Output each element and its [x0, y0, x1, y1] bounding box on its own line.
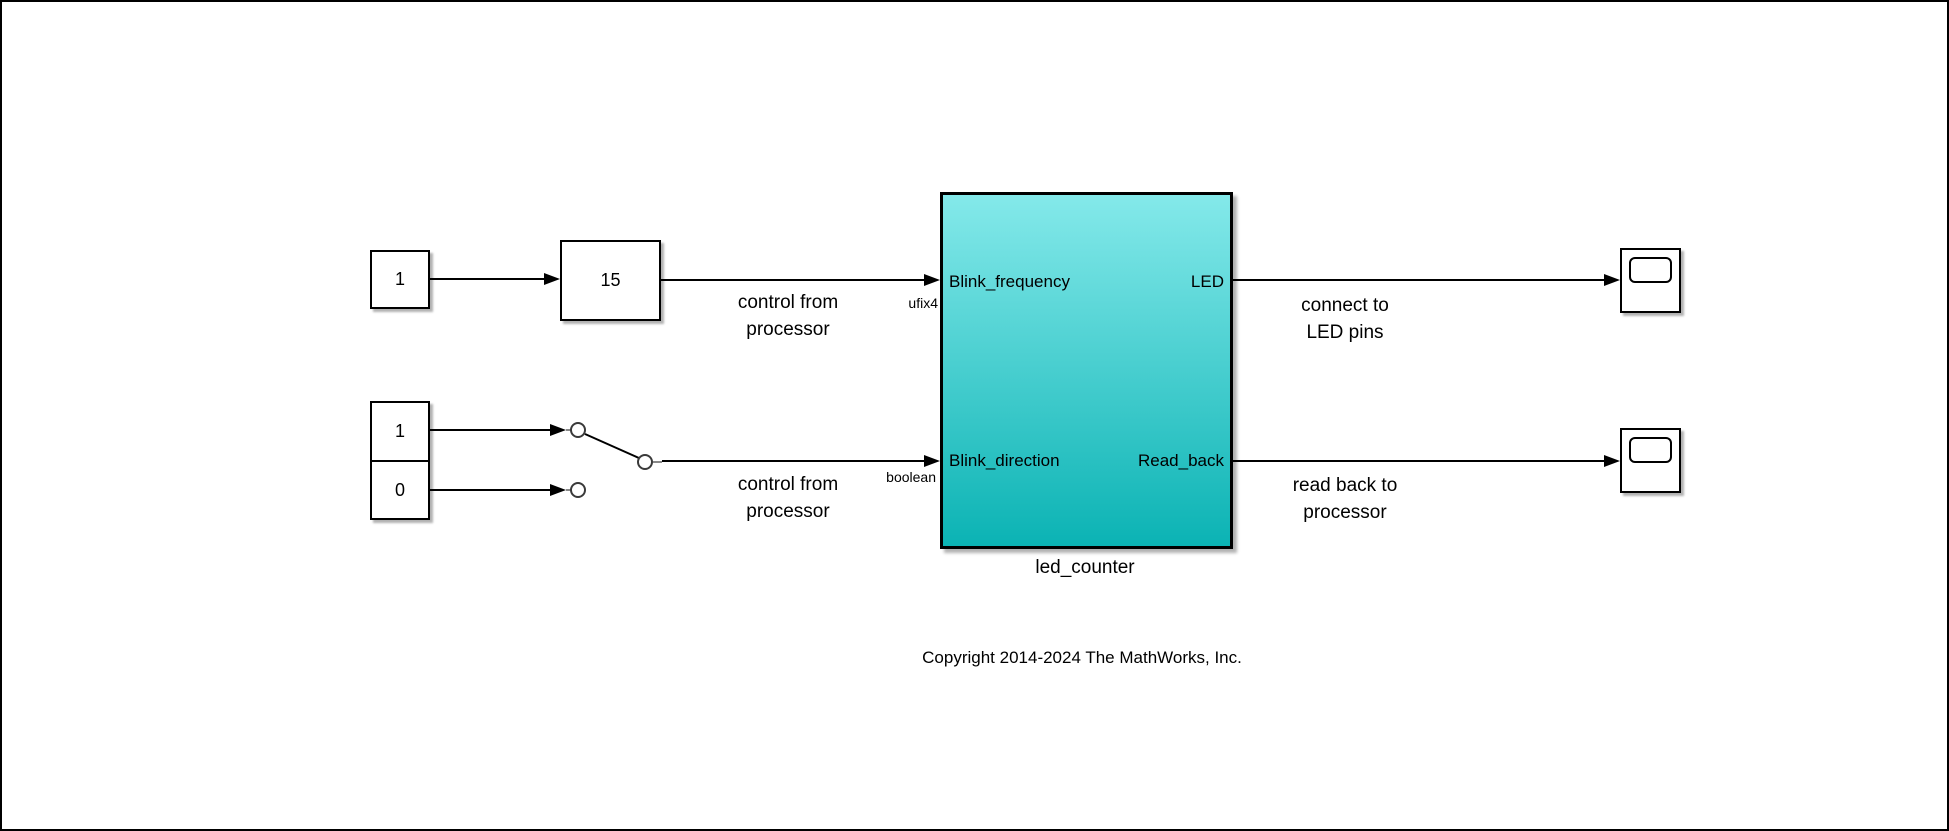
arrowhead-icon — [1604, 455, 1620, 467]
annotation-connect-to-led-pins[interactable]: connect to LED pins — [1301, 295, 1389, 343]
constant-value: 1 — [394, 269, 405, 289]
constant-block-one[interactable]: 1 — [370, 401, 430, 462]
arrowhead-icon — [550, 484, 566, 496]
switch-stub — [566, 429, 571, 431]
signal-datatype-label-ufix4: ufix4 — [908, 295, 938, 311]
block-name-led-counter[interactable]: led_counter — [1035, 557, 1135, 578]
signal-line-zero-to-switch[interactable] — [430, 489, 550, 491]
signal-line-one-to-switch[interactable] — [430, 429, 550, 431]
switch-contact-lower[interactable] — [570, 482, 586, 498]
arrowhead-icon — [924, 274, 940, 286]
constant-block-blink-frequency[interactable]: 1 — [370, 250, 430, 309]
signal-line-switch-to-subsystem[interactable] — [662, 460, 924, 462]
switch-contact-pivot[interactable] — [637, 454, 653, 470]
constant-value: 0 — [394, 479, 405, 500]
scope-block-readback[interactable] — [1620, 428, 1681, 493]
switch-stub — [566, 489, 571, 491]
constant-stack: 1 0 — [370, 401, 430, 520]
annotation-read-back-to-processor[interactable]: read back to processor — [1292, 475, 1398, 523]
signal-line-15-to-subsystem[interactable] — [661, 279, 924, 281]
arrowhead-icon — [924, 455, 940, 467]
subsystem-led-counter[interactable]: Blink_frequency Blink_direction LED Read… — [940, 192, 1233, 549]
switch-lever[interactable] — [584, 433, 640, 459]
constant-block-fifteen[interactable]: 15 — [560, 240, 661, 321]
outport-label-read-back: Read_back — [1137, 451, 1224, 470]
scope-display-icon — [1629, 257, 1672, 283]
constant-value: 15 — [600, 270, 621, 290]
signal-line-const-to-15[interactable] — [430, 278, 544, 280]
switch-stub — [653, 461, 662, 463]
arrowhead-icon — [550, 424, 566, 436]
constant-value: 1 — [394, 421, 405, 441]
arrowhead-icon — [1604, 274, 1620, 286]
scope-block-led[interactable] — [1620, 248, 1681, 313]
annotation-control-from-processor-upper[interactable]: control from processor — [737, 292, 839, 340]
outport-label-led: LED — [1190, 272, 1224, 291]
annotation-copyright[interactable]: Copyright 2014-2024 The MathWorks, Inc. — [922, 648, 1242, 667]
switch-contact-upper[interactable] — [570, 422, 586, 438]
scope-display-icon — [1629, 437, 1672, 463]
inport-label-blink-direction: Blink_direction — [949, 451, 1060, 470]
inport-label-blink-frequency: Blink_frequency — [949, 272, 1070, 291]
signal-line-readback-to-scope[interactable] — [1233, 460, 1604, 462]
signal-datatype-label-boolean: boolean — [886, 469, 936, 485]
arrowhead-icon — [544, 273, 560, 285]
constant-block-zero[interactable]: 0 — [370, 460, 430, 520]
signal-line-led-to-scope[interactable] — [1233, 279, 1604, 281]
annotation-control-from-processor-lower[interactable]: control from processor — [737, 474, 839, 522]
